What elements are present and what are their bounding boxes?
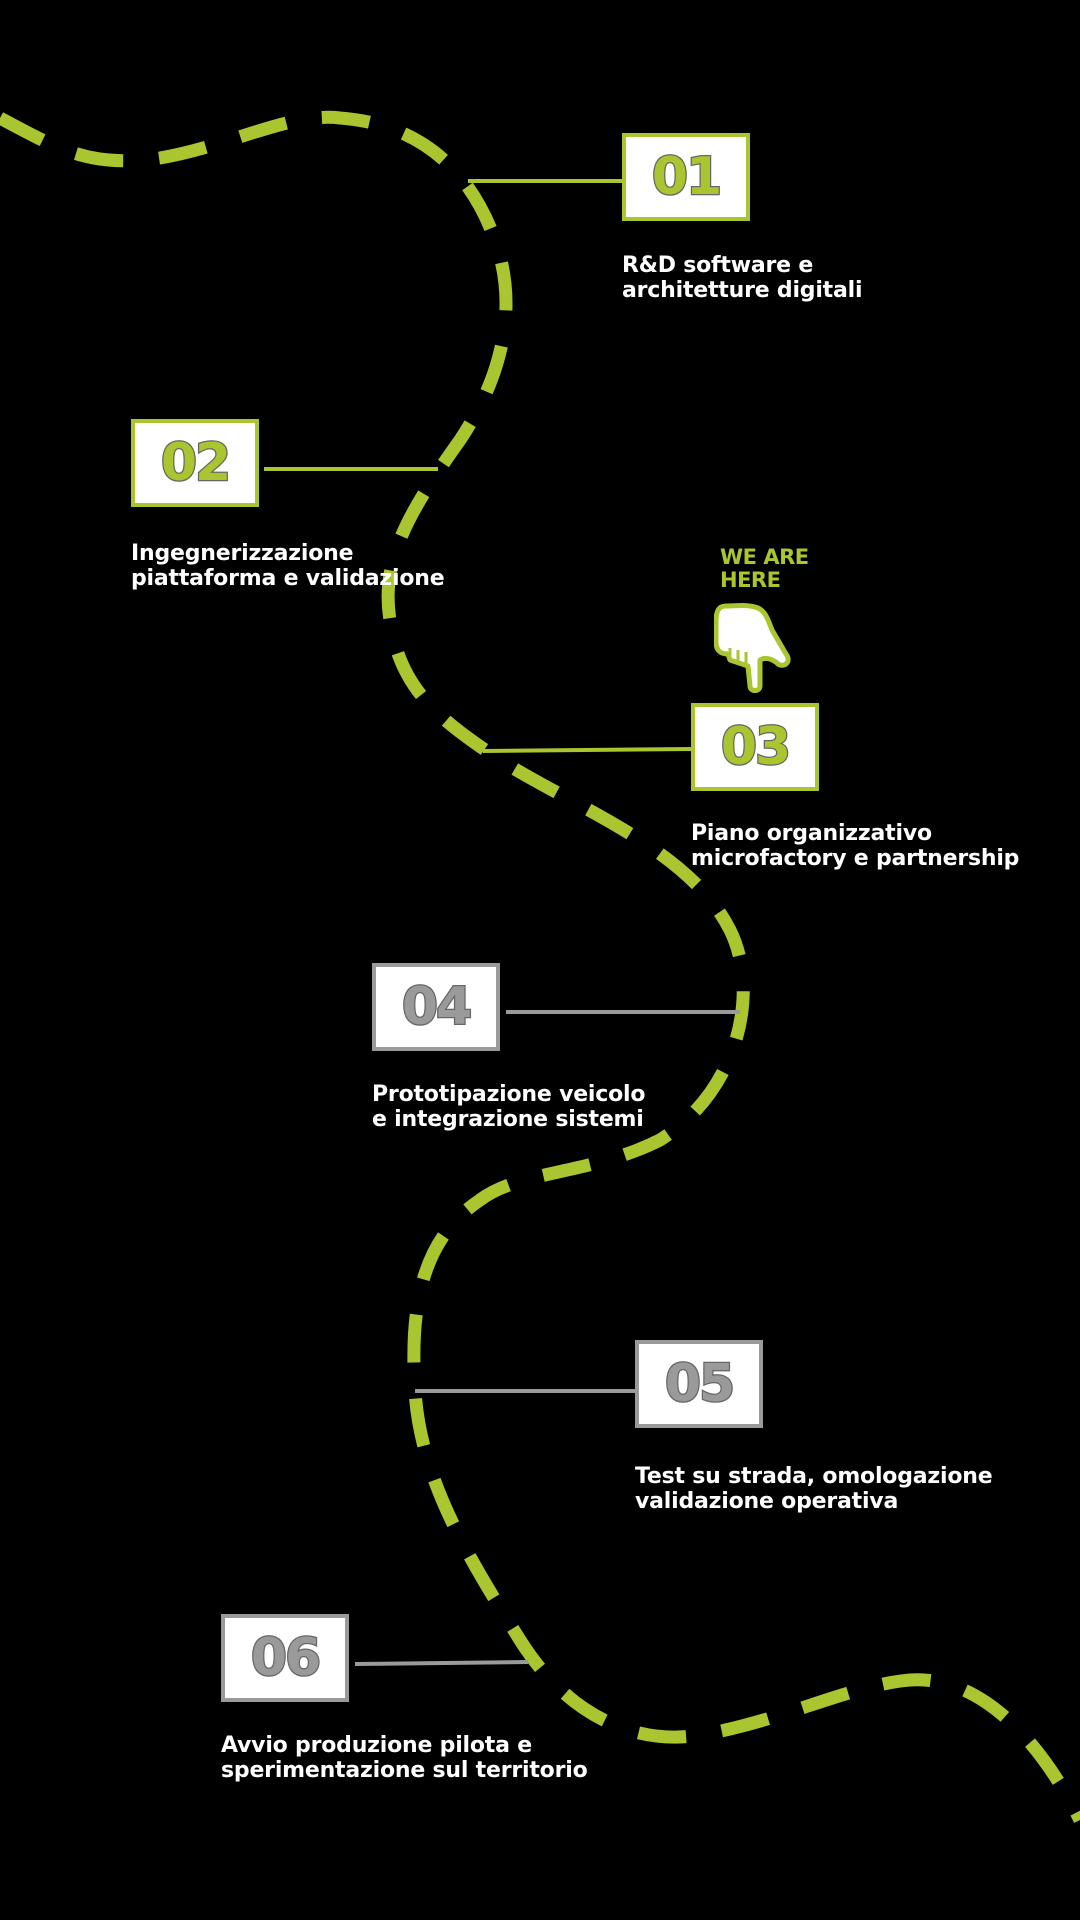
step-number: 03 <box>720 716 793 779</box>
step-label-line: Test su strada, omologazione <box>635 1464 993 1489</box>
step-label-line: Ingegnerizzazione <box>131 541 354 566</box>
step-label-line: sperimentazione sul territorio <box>221 1758 588 1783</box>
step-label: Test su strada, omologazione validazione… <box>635 1464 993 1514</box>
step-number: 02 <box>160 432 233 495</box>
step-label: Ingegnerizzazione piattaforma e validazi… <box>131 541 445 591</box>
step-label-line: architetture digitali <box>622 278 863 303</box>
step-number-box: 06 <box>221 1614 349 1702</box>
step-number: 06 <box>250 1627 323 1690</box>
connector-03 <box>482 747 693 753</box>
step-label: Piano organizzativo microfactory e partn… <box>691 821 1019 871</box>
step-label-line: validazione operativa <box>635 1489 899 1514</box>
step-label-line: microfactory e partnership <box>691 846 1020 871</box>
step-label-line: Prototipazione veicolo <box>372 1082 646 1107</box>
step-label-line: piattaforma e validazione <box>131 566 445 591</box>
connector-06 <box>354 1660 529 1666</box>
step-number-box: 02 <box>131 419 259 507</box>
step-number: 04 <box>401 976 474 1039</box>
step-number-box: 04 <box>372 963 500 1051</box>
step-label-line: R&D software e <box>622 253 814 278</box>
step-label: Prototipazione veicolo e integrazione si… <box>372 1082 645 1132</box>
step-label: Avvio produzione pilota e sperimentazion… <box>221 1733 588 1783</box>
step-label-line: Avvio produzione pilota e <box>221 1733 532 1758</box>
step-label-line: e integrazione sistemi <box>372 1107 644 1132</box>
marker-text-line: HERE <box>720 568 781 592</box>
we-are-here-label: WE ARE HERE <box>720 546 809 592</box>
pointing-hand-down-icon <box>714 603 791 693</box>
step-number: 05 <box>664 1353 737 1416</box>
step-number: 01 <box>651 146 724 209</box>
step-label-line: Piano organizzativo <box>691 821 932 846</box>
step-label: R&D software e architetture digitali <box>622 253 863 303</box>
dashed-road-path <box>0 110 1080 1823</box>
step-number-box: 03 <box>691 703 819 791</box>
step-number-box: 05 <box>635 1340 763 1428</box>
marker-text-line: WE ARE <box>720 545 809 569</box>
step-number-box: 01 <box>622 133 750 221</box>
